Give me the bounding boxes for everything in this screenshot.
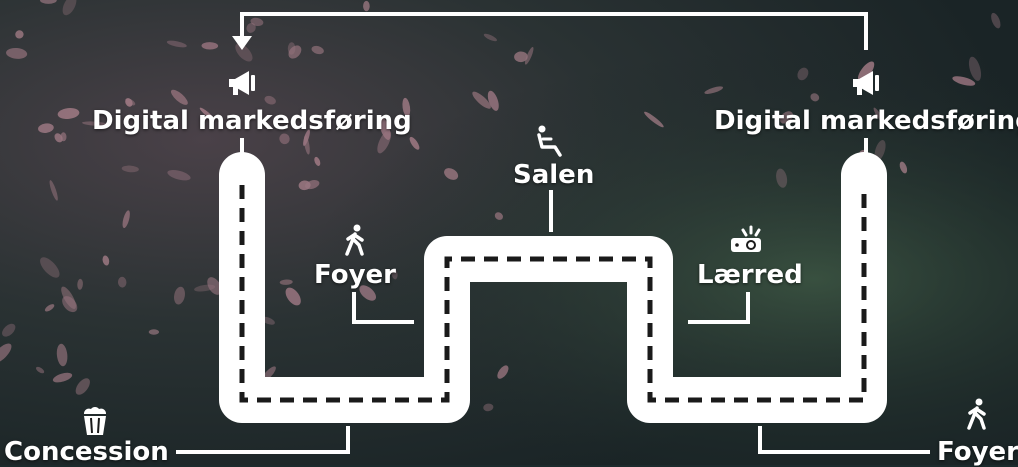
top-connector-line <box>242 14 866 50</box>
label-digital-right: Digital markedsføring <box>714 106 1018 136</box>
label-salen: Salen <box>513 160 594 190</box>
label-foyer-left: Foyer <box>314 260 396 290</box>
megaphone-icon <box>225 66 259 100</box>
label-laerred: Lærred <box>697 260 803 290</box>
seat-icon <box>533 124 567 158</box>
label-concession: Concession <box>4 437 169 467</box>
walking-person-icon <box>338 224 372 258</box>
label-digital-left: Digital markedsføring <box>92 106 412 136</box>
connector-foyer-right <box>760 426 930 452</box>
connector-concession <box>176 426 348 452</box>
arrow-down-icon <box>232 36 252 50</box>
connector-laerred <box>688 292 748 322</box>
walking-person-icon <box>960 398 994 432</box>
megaphone-icon <box>849 66 883 100</box>
label-foyer-right: Foyer <box>937 437 1018 467</box>
popcorn-icon <box>78 404 112 438</box>
connector-foyer-left <box>354 292 414 322</box>
projector-icon <box>729 224 763 258</box>
